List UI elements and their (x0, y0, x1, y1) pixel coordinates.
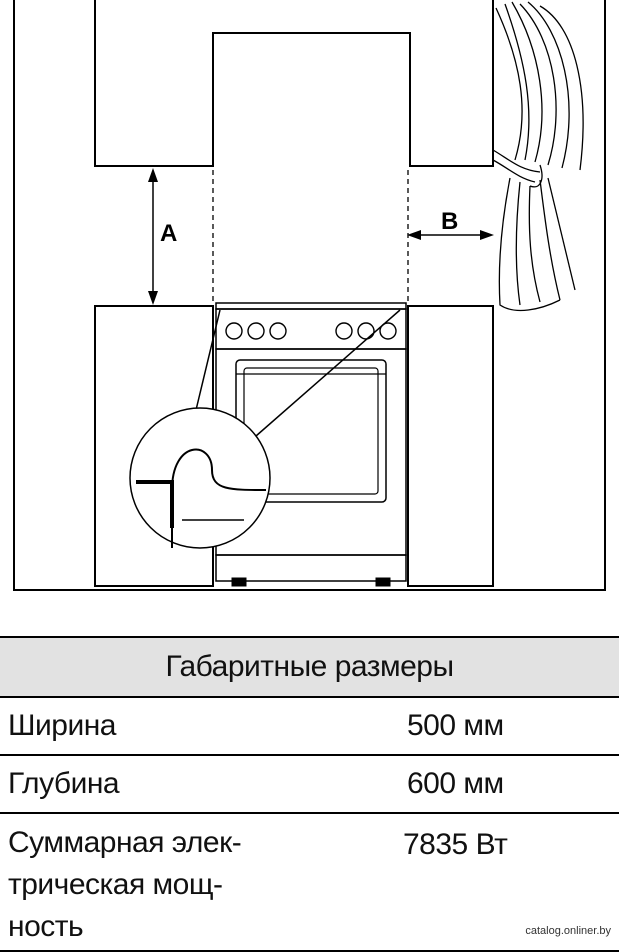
specs-table-title: Габаритные размеры (0, 638, 619, 698)
right-cabinet (407, 305, 494, 587)
row-value-power: 7835 Вт (403, 828, 508, 861)
table-row: Ширина 500 мм (0, 698, 619, 756)
label-b: B (441, 208, 458, 235)
curtain (492, 1, 584, 312)
upper-cabinets (94, 0, 494, 167)
installation-diagram: A B (13, 0, 606, 591)
row-label-depth: Глубина (8, 767, 120, 800)
detail-callout (129, 309, 401, 549)
row-value-width: 500 мм (407, 709, 504, 742)
row-label-width: Ширина (8, 709, 116, 742)
dimension-b (407, 230, 494, 240)
watermark: catalog.onliner.by (525, 925, 611, 937)
row-value-depth: 600 мм (407, 767, 504, 800)
installation-diagram-svg: A B (13, 0, 606, 591)
table-row: Глубина 600 мм (0, 756, 619, 814)
label-a: A (160, 220, 177, 247)
specs-table: Габаритные размеры Ширина 500 мм Глубина… (0, 636, 619, 952)
dimension-a (148, 168, 158, 305)
row-label-power: Суммарная элек- трическая мощ- ность (8, 826, 242, 943)
